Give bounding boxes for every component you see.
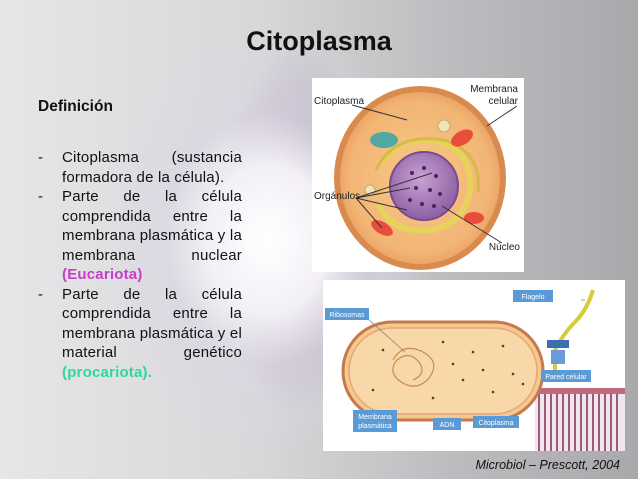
eukaryotic-cell-image: Citoplasma Membrana celular Orgánulos Nú… (312, 78, 524, 272)
label-adn: ADN (440, 422, 455, 429)
citation: Microbiol – Prescott, 2004 (475, 458, 620, 472)
definition-heading: Definición (38, 98, 113, 115)
bullet-text: Parte de la célula comprendida entre la … (62, 285, 242, 381)
label-box-membrana (353, 410, 397, 432)
label-box-adn (433, 418, 461, 430)
label-membrana-line1: Membrana (358, 414, 392, 421)
label-flagelo: Flagelo (522, 294, 545, 301)
label-box-flagelo (513, 290, 553, 302)
label-citoplasma: Citoplasma (478, 420, 513, 427)
label-pared-celular: Pared celular (545, 374, 587, 381)
label-box-ribosomas (325, 308, 369, 320)
dna (392, 347, 435, 387)
list-item: - Parte de la célula comprendida entre l… (38, 285, 242, 383)
flagellum (553, 289, 595, 380)
label-membrana-line1: Membrana (470, 84, 518, 95)
label-organulos: Orgánulos (314, 191, 360, 202)
bullet-text: Parte de la célula comprendida entre la … (62, 188, 242, 283)
plasma-membrane (348, 327, 538, 415)
list-item: - Parte de la célula comprendida entre l… (38, 187, 242, 285)
label-box-pared (541, 370, 591, 382)
bullet-text: Citoplasma (sustancia formadora de la cé… (62, 149, 242, 186)
golgi-body (370, 132, 398, 148)
list-item: - Citoplasma (sustancia formadora de la … (38, 148, 242, 187)
definition-list: - Citoplasma (sustancia formadora de la … (38, 148, 242, 382)
label-box-citoplasma (473, 416, 519, 428)
label-citoplasma: Citoplasma (314, 96, 364, 107)
label-membrana-line2: plasmática (358, 423, 392, 430)
label-ribosomas: Ribosomas (329, 312, 365, 319)
bullet-dash: - (38, 149, 43, 166)
nucleus (389, 151, 459, 221)
label-nucleo: Núcleo (489, 242, 521, 253)
bullet-dash: - (38, 188, 43, 205)
bullet-dash: - (38, 285, 43, 303)
eukaryote-highlight: (Eucariota) (62, 266, 143, 283)
slide-title: Citoplasma (246, 26, 392, 56)
mitochondrion (451, 129, 473, 147)
prokaryote-highlight: (procariota). (62, 363, 153, 381)
label-membrana-line2: celular (489, 96, 519, 107)
endoplasmic-reticulum (375, 137, 474, 234)
prokaryotic-cell-image: Ribosomas Flagelo Pared celular Membrana… (323, 280, 625, 451)
